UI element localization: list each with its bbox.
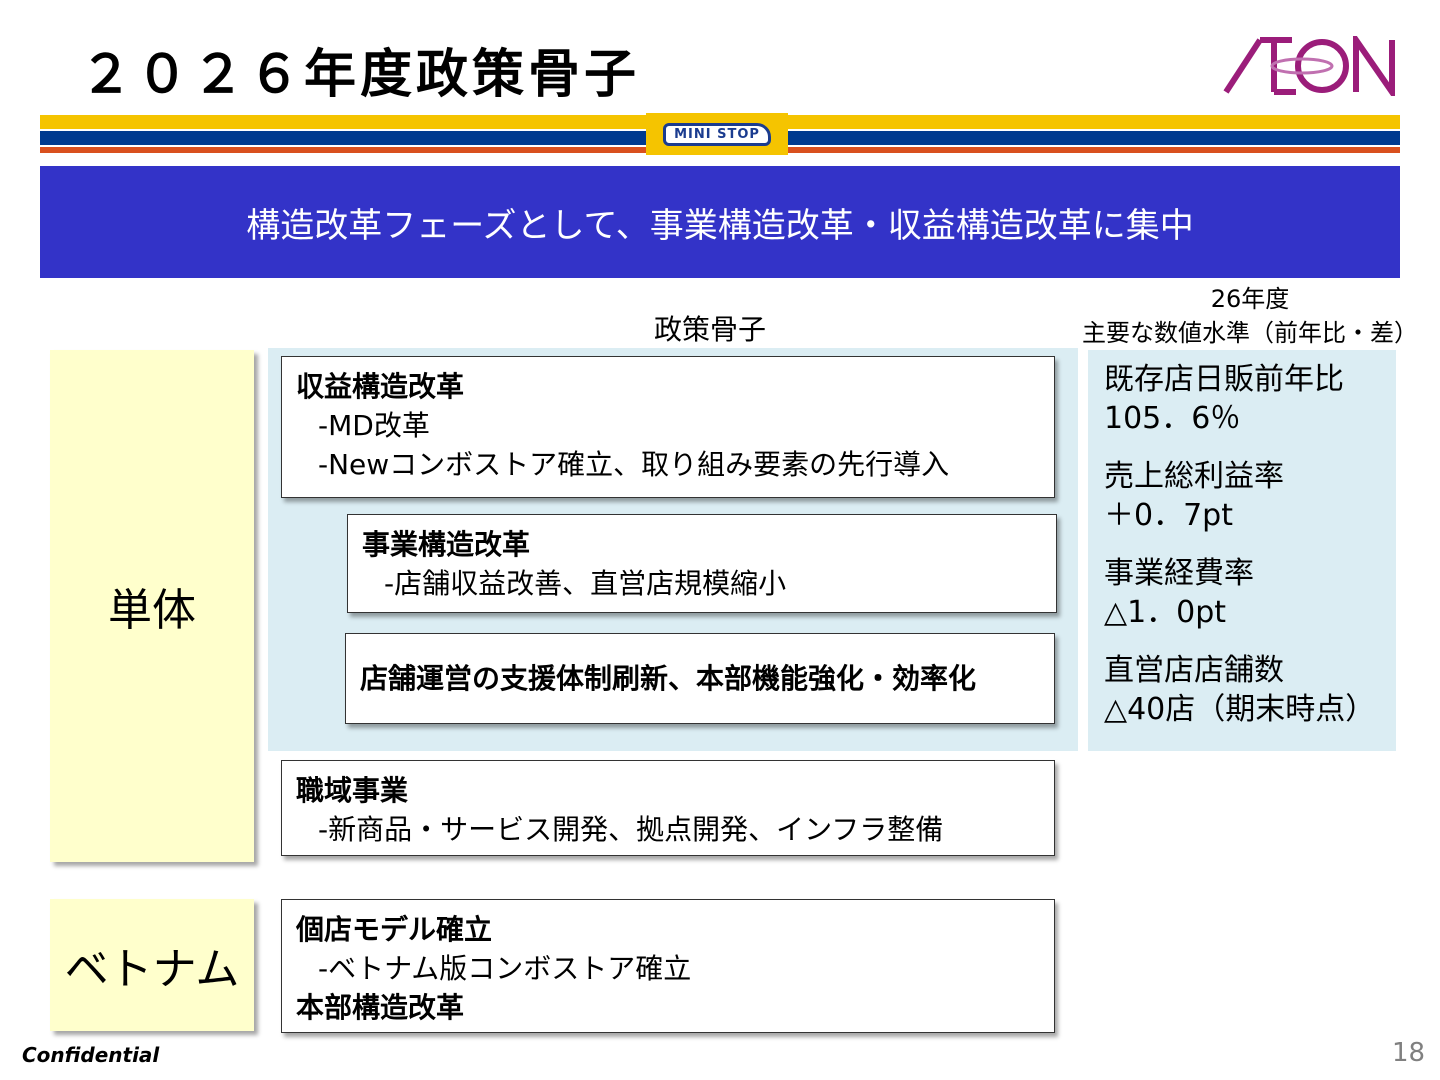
kpi-value: △40店（期末時点） — [1104, 692, 1376, 727]
card-item: -Newコンボストア確立、取り組み要素の先行導入 — [318, 448, 950, 481]
kpi-label: 事業経費率 — [1104, 556, 1254, 591]
kpi-title-line1: 26年度 — [1210, 285, 1290, 313]
kpi-item: 事業経費率 △1．0pt — [1104, 554, 1380, 632]
card-item: -MD改革 — [318, 409, 430, 442]
kpi-label: 既存店日販前年比 — [1104, 362, 1344, 397]
card-heading: 事業構造改革 — [362, 528, 531, 561]
banner-text: 構造改革フェーズとして、事業構造改革・収益構造改革に集中 — [246, 205, 1194, 246]
kpi-title-line2: 主要な数値水準（前年比・差） — [1082, 319, 1418, 347]
ministop-logo-text: MINI STOP — [663, 122, 771, 146]
segment-label-text: 単体 — [108, 585, 196, 636]
policy-card-hq-function: 店舗運営の支援体制刷新、本部機能強化・効率化 — [345, 633, 1055, 724]
kpi-value: 105．6％ — [1104, 401, 1241, 436]
ministop-logo: MINI STOP — [646, 113, 788, 155]
confidential-label: Confidential — [22, 1043, 160, 1067]
card-heading: 個店モデル確立 — [296, 913, 493, 946]
card-heading: 収益構造改革 — [296, 370, 465, 403]
kpi-item: 既存店日販前年比 105．6％ — [1104, 360, 1380, 438]
policy-column-title: 政策骨子 — [653, 313, 766, 346]
policy-card-vietnam: 個店モデル確立 -ベトナム版コンボストア確立 本部構造改革 — [281, 899, 1055, 1033]
kpi-value: △1．0pt — [1104, 595, 1227, 630]
theme-banner: 構造改革フェーズとして、事業構造改革・収益構造改革に集中 — [40, 166, 1400, 278]
segment-label-standalone: 単体 — [50, 350, 254, 862]
kpi-label: 売上総利益率 — [1104, 459, 1284, 494]
kpi-item: 直営店店舗数 △40店（期末時点） — [1104, 651, 1380, 729]
card-heading-2: 本部構造改革 — [296, 991, 465, 1024]
kpi-item: 売上総利益率 ＋0．7pt — [1104, 457, 1380, 535]
card-heading: 店舗運営の支援体制刷新、本部機能強化・効率化 — [360, 662, 977, 695]
policy-card-business-reform: 事業構造改革 -店舗収益改善、直営店規模縮小 — [347, 514, 1057, 613]
segment-label-vietnam: ベトナム — [50, 899, 254, 1031]
kpi-value: ＋0．7pt — [1104, 498, 1233, 533]
kpi-panel: 既存店日販前年比 105．6％ 売上総利益率 ＋0．7pt 事業経費率 △1．0… — [1088, 350, 1396, 751]
kpi-label: 直営店店舗数 — [1104, 653, 1284, 688]
aeon-logo — [1222, 30, 1402, 102]
card-item: -新商品・サービス開発、拠点開発、インフラ整備 — [318, 813, 944, 846]
card-heading: 職域事業 — [296, 774, 409, 807]
card-item: -店舗収益改善、直営店規模縮小 — [384, 567, 787, 600]
policy-card-workplace-business: 職域事業 -新商品・サービス開発、拠点開発、インフラ整備 — [281, 760, 1055, 856]
page-title: ２０２６年度政策骨子 — [80, 45, 641, 105]
kpi-column-title: 26年度 主要な数値水準（前年比・差） — [1060, 282, 1440, 350]
page-number: 18 — [1392, 1038, 1426, 1068]
card-item: -ベトナム版コンボストア確立 — [318, 952, 692, 985]
segment-label-text: ベトナム — [64, 944, 240, 995]
policy-card-revenue-reform: 収益構造改革 -MD改革 -Newコンボストア確立、取り組み要素の先行導入 — [281, 356, 1055, 498]
